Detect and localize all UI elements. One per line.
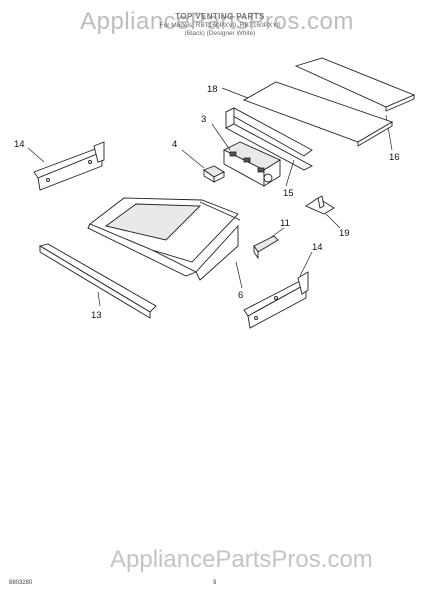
footer-page-number: 9	[213, 580, 217, 586]
part-14-right-bracket[interactable]	[243, 251, 313, 329]
callout-3: 3	[201, 114, 206, 125]
watermark-bottom: AppliancePartsPros.com	[110, 546, 373, 573]
diagram-title: TOP VENTING PARTS	[175, 12, 265, 21]
callout-16: 16	[389, 152, 400, 163]
callout-14-right: 14	[312, 242, 323, 253]
callout-13: 13	[91, 310, 102, 321]
callout-18: 18	[207, 84, 218, 95]
footer-doc-number: 8803280	[9, 580, 33, 586]
part-19-clip[interactable]	[305, 195, 341, 229]
part-11-grille[interactable]	[253, 227, 285, 260]
callout-11: 11	[280, 218, 290, 229]
diagram-models: For Models: RBT160PXV0, RBT160PXY0	[159, 21, 281, 29]
callout-14-left: 14	[14, 139, 25, 150]
diagram-colors: (Black) (Designer White)	[184, 30, 256, 37]
part-13-trim-strip[interactable]	[38, 243, 157, 319]
watermark: AppliancePartsPros.com	[80, 8, 354, 35]
diagram-title-block: TOP VENTING PARTS For Models: RBT160PXV0…	[120, 12, 320, 39]
callout-6: 6	[238, 290, 243, 301]
part-15-bracket[interactable]	[225, 107, 313, 187]
callout-4: 4	[172, 139, 177, 150]
callout-15: 15	[283, 188, 294, 199]
callout-19: 19	[339, 228, 350, 239]
part-6-vent-duct[interactable]	[87, 197, 243, 289]
part-18-vent-panel[interactable]	[221, 81, 394, 147]
part-3-blower-assembly[interactable]	[211, 123, 281, 187]
part-16-panel[interactable]	[294, 57, 416, 151]
part-4-block[interactable]	[181, 149, 225, 183]
part-14-left-bracket[interactable]	[27, 141, 105, 191]
